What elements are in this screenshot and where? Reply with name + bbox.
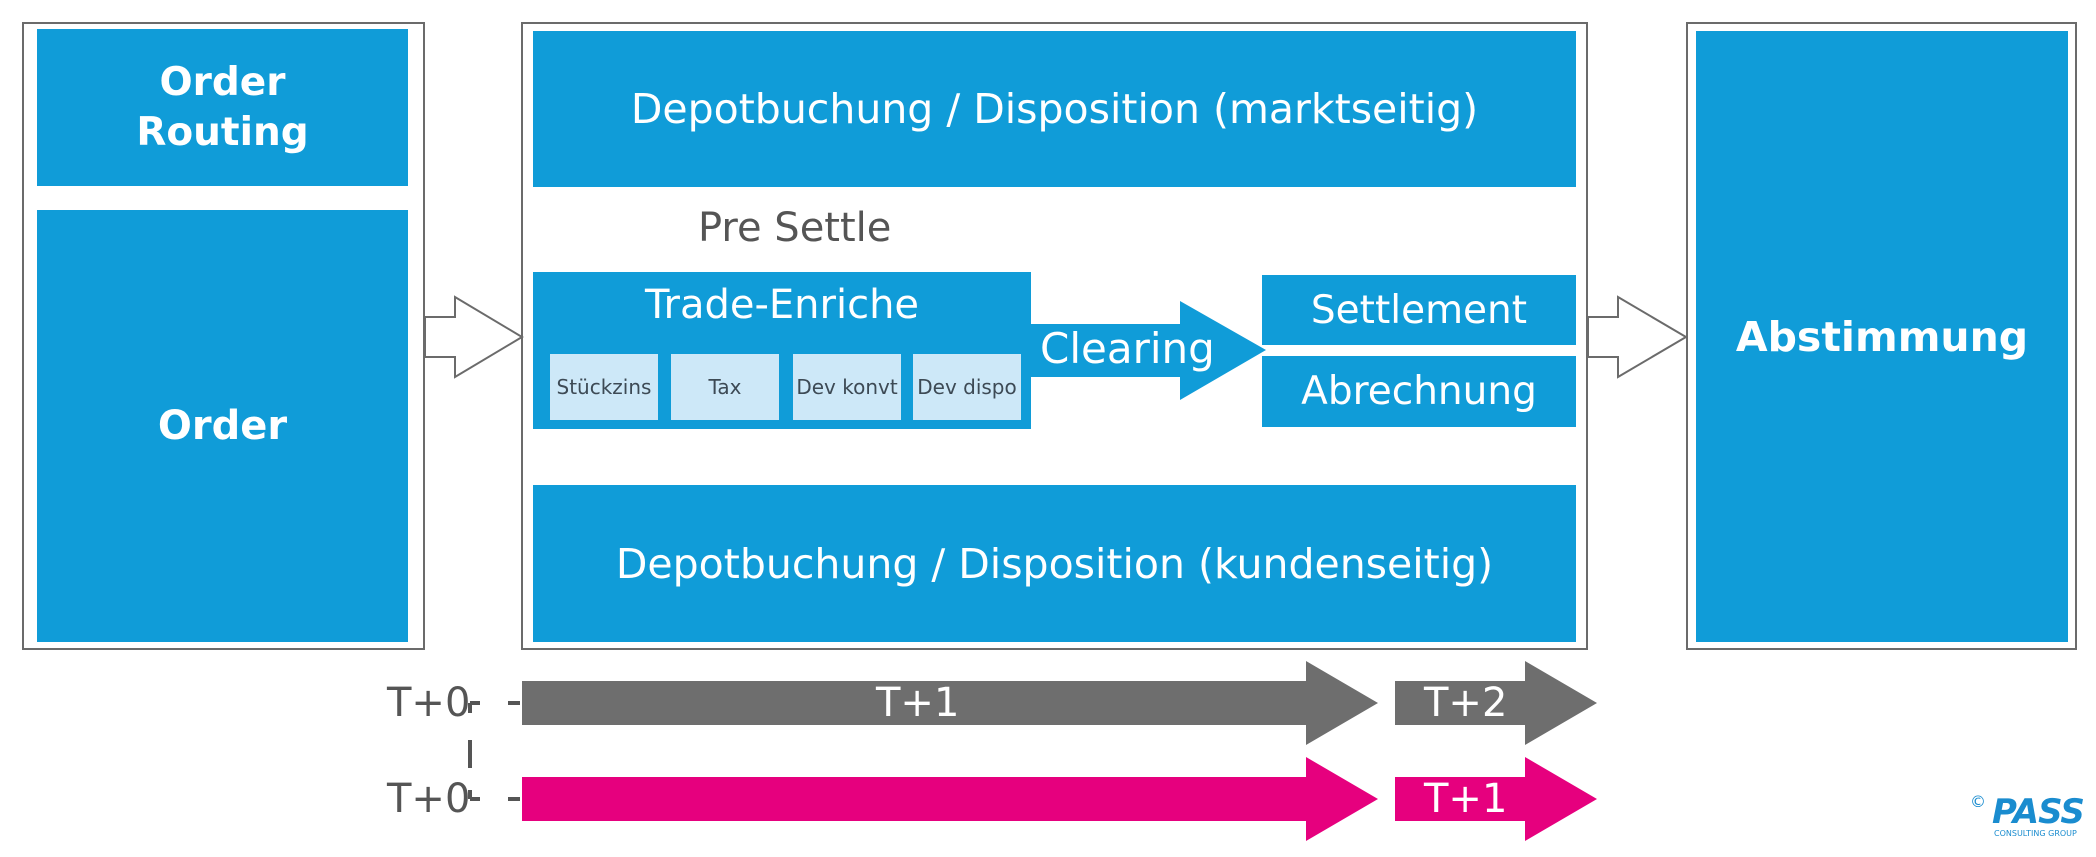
logo-brand: PASS bbox=[1992, 792, 2085, 832]
timeline-row1-main: T+1 bbox=[876, 680, 960, 726]
dashed-bracket bbox=[468, 701, 520, 801]
abstimmung-box: Abstimmung bbox=[1696, 31, 2068, 642]
abstimmung-label: Abstimmung bbox=[1735, 313, 2029, 361]
sub-item-stueckzins: Stückzins bbox=[550, 354, 658, 420]
timeline-row1-start: T+0 bbox=[387, 680, 471, 726]
sub-item-dev-dispo: Dev dispo bbox=[913, 354, 1021, 420]
trade-enrich-label: Trade-Enriche bbox=[644, 282, 920, 328]
arrow-order-to-processing bbox=[424, 295, 524, 379]
magenta-arrow-t1b bbox=[1395, 757, 1597, 841]
depot-marktseitig-bar: Depotbuchung / Disposition (marktseitig) bbox=[533, 31, 1576, 187]
pre-settle-label: Pre Settle bbox=[698, 205, 892, 251]
clearing-label: Clearing bbox=[1040, 324, 1215, 373]
trade-enrich-box: Trade-Enriche Stückzins Tax Dev konvt De… bbox=[533, 272, 1031, 429]
sub-item-tax: Tax bbox=[671, 354, 779, 420]
pass-logo: © PASS CONSULTING GROUP bbox=[1970, 792, 2085, 842]
gray-arrow-t2 bbox=[1395, 661, 1597, 745]
abrechnung-box: Abrechnung bbox=[1262, 356, 1576, 427]
arrow-processing-to-abstimmung bbox=[1587, 295, 1688, 379]
magenta-arrow-t1 bbox=[522, 757, 1378, 841]
logo-tagline: CONSULTING GROUP bbox=[1994, 829, 2077, 838]
copyright-mark: © bbox=[1970, 792, 1986, 811]
settlement-box: Settlement bbox=[1262, 275, 1576, 345]
sub-item-dev-konvt: Dev konvt bbox=[793, 354, 901, 420]
timeline-row2-end: T+1 bbox=[1424, 776, 1508, 822]
order-box: Order bbox=[37, 210, 408, 642]
timeline-row2-start: T+0 bbox=[387, 776, 471, 822]
order-routing-box: Order Routing bbox=[37, 29, 408, 186]
gray-arrow-t1 bbox=[522, 661, 1378, 745]
timeline-row1-end: T+2 bbox=[1424, 680, 1508, 726]
depot-kundenseitig-bar: Depotbuchung / Disposition (kundenseitig… bbox=[533, 485, 1576, 642]
